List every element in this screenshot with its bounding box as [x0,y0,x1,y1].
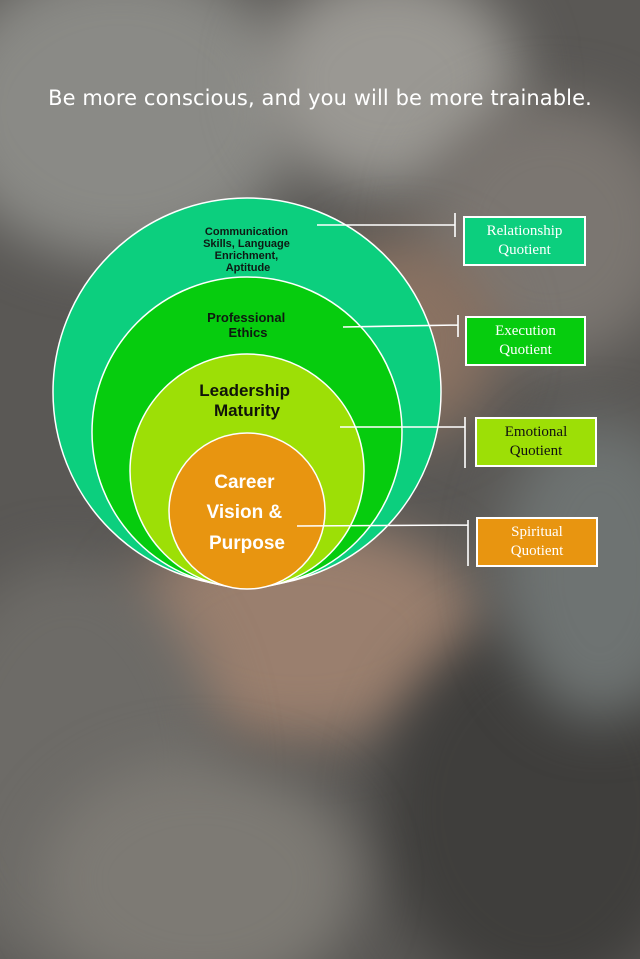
communication-line: Communication [205,226,288,238]
execution-quotient-line: Execution [495,323,556,339]
spiritual-quotient-line: Spiritual [511,524,563,540]
execution-quotient-line: Quotient [499,342,552,358]
career-line: Purpose [209,533,285,554]
leadership-line: Maturity [214,401,281,420]
connector-emotional [340,417,466,468]
relationship-quotient-box: Relationship Quotient [463,216,586,266]
execution-quotient-box: Execution Quotient [465,316,586,366]
connector-execution [342,315,459,337]
svg-text:Career Vision & Purpos: Career Vision & Purpose [207,472,288,554]
leadership-line: Leadership [199,381,290,400]
relationship-quotient-line: Relationship [486,223,563,239]
svg-text:Professional Ethics: Professional Ethics [207,310,289,340]
emotional-quotient-line: Emotional [504,424,568,440]
emotional-quotient-line: Quotient [509,443,563,459]
emotional-quotient-box: Emotional Quotient [475,417,597,467]
ethics-line: Professional [207,310,285,325]
ethics-line: Ethics [228,325,267,340]
connector-spiritual [296,520,469,566]
svg-text:Communication Skills, Lang: Communication Skills, Language Enrichmen… [203,226,293,274]
career-line: Vision & [207,502,283,523]
spiritual-quotient-line: Quotient [510,543,564,559]
communication-line: Skills, Language [203,238,290,250]
communication-line: Enrichment, [215,250,279,262]
headline: Be more conscious, and you will be more … [48,86,592,110]
circle-spiritual [168,432,326,590]
communication-line: Aptitude [226,262,271,274]
career-line: Career [214,472,275,493]
relationship-quotient-line: Quotient [498,242,551,258]
spiritual-quotient-box: Spiritual Quotient [476,517,598,567]
svg-text:Leadership Maturity: Leadership Maturity [199,381,294,420]
connector-relationship [317,213,456,237]
